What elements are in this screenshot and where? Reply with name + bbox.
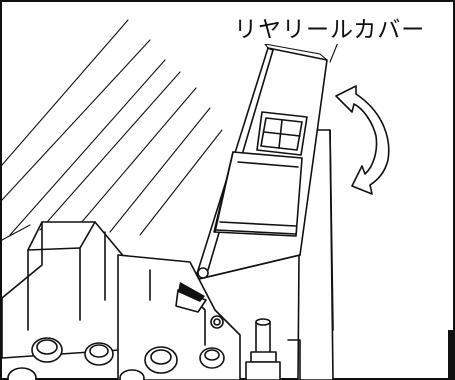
bolt: [199, 347, 225, 369]
lower-left-housing: [1, 221, 126, 359]
bottom-bolts: [7, 337, 225, 380]
cover-latch-upper: [256, 111, 308, 156]
right-edge-post: [448, 330, 454, 380]
open-close-arrow: [335, 85, 390, 195]
bolt: [144, 346, 178, 374]
bolt: [31, 337, 63, 363]
guide-rails: [1, 19, 223, 241]
rear-reel-cover-label: リヤリールカバー: [232, 10, 428, 44]
cover-plate-lower: [213, 151, 303, 237]
bolt: [7, 367, 37, 380]
bolt: [84, 342, 114, 366]
bolt: [119, 369, 145, 380]
shaft-post: [245, 318, 301, 380]
